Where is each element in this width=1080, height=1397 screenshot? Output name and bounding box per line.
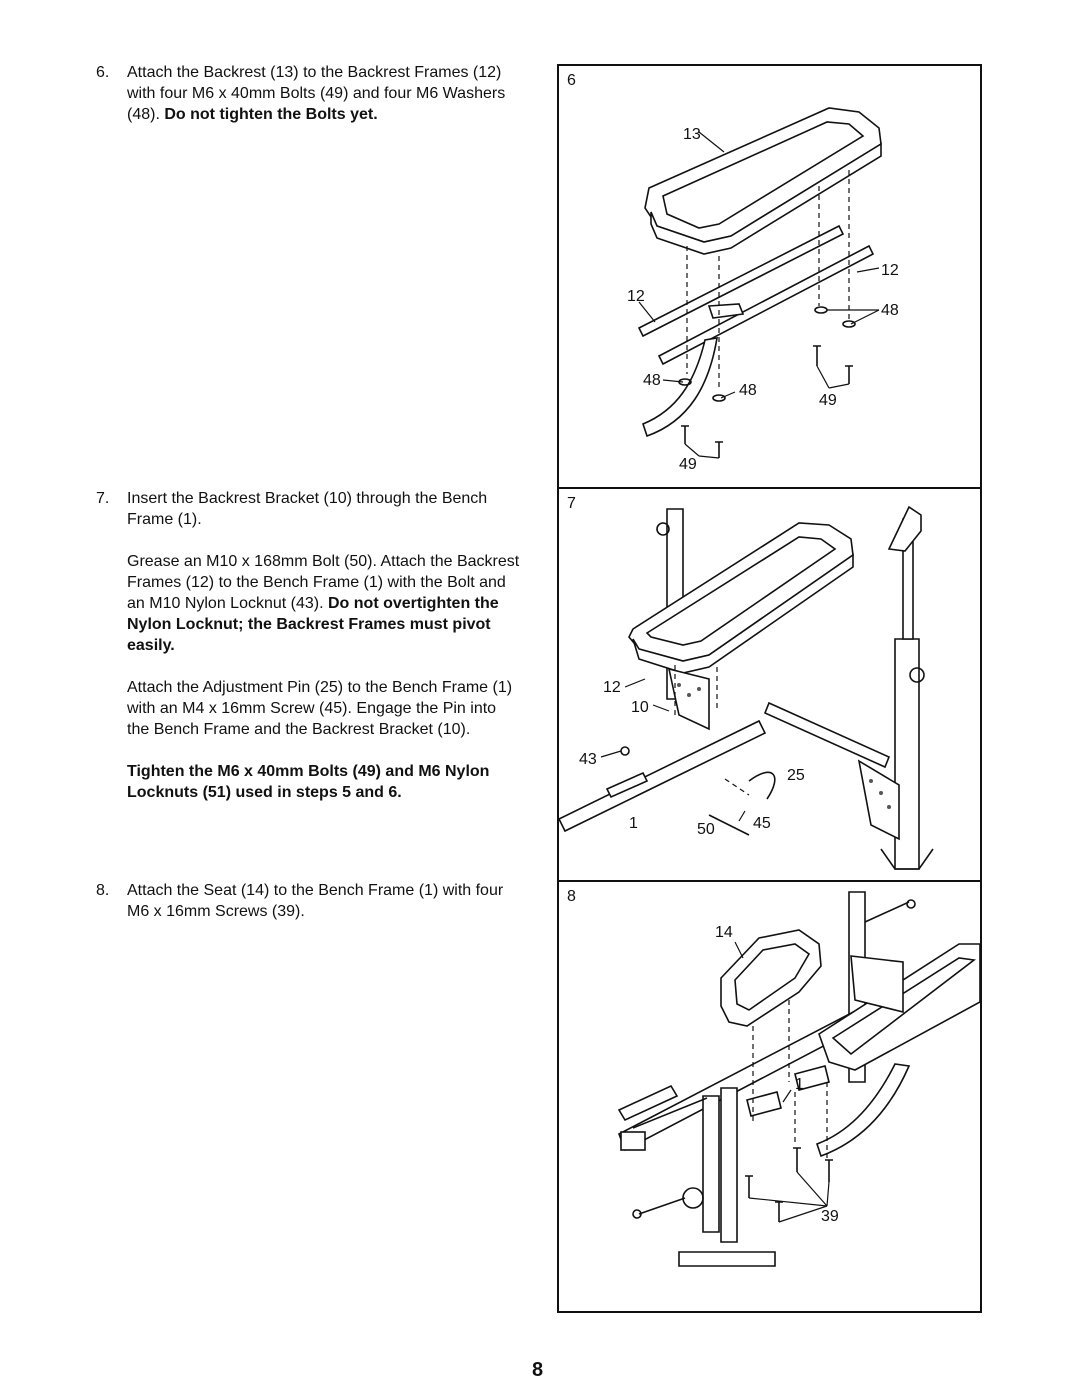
callout-label: 48 [739, 382, 757, 399]
callout-label: 12 [881, 262, 899, 279]
panel-number: 8 [567, 888, 576, 905]
callout-label: 13 [683, 126, 701, 143]
step-paragraph: Attach the Seat (14) to the Bench Frame … [127, 882, 504, 920]
callout-label: 50 [697, 821, 715, 838]
callout-label: 49 [819, 392, 837, 409]
panel-number: 6 [567, 72, 576, 89]
callout-label: 10 [631, 699, 649, 716]
step-paragraph: Attach the Backrest (13) to the Backrest… [127, 64, 506, 123]
step-paragraph: Attach the Adjustment Pin (25) to the Be… [127, 679, 513, 738]
step-6-text: 6. Attach the Backrest (13) to the Backr… [96, 62, 521, 125]
step-number: 6. [96, 64, 110, 81]
callout-label: 48 [643, 372, 661, 389]
backrest-assembly-illustration [637, 107, 882, 459]
panel-number: 7 [567, 495, 576, 512]
callout-label: 14 [715, 924, 733, 941]
step-paragraph: Grease an M10 x 168mm Bolt (50). Attach … [127, 553, 520, 654]
callout-label: 12 [627, 288, 645, 305]
page-number: 8 [532, 1359, 544, 1381]
step-8-text: 8. Attach the Seat (14) to the Bench Fra… [96, 880, 521, 922]
callout-label: 49 [679, 456, 697, 473]
diagram-panel-6: 6 [557, 64, 982, 489]
backrest-bracket-illustration [559, 505, 934, 870]
diagram-panel-8: 8 [557, 880, 982, 1313]
callout-label: 39 [821, 1208, 839, 1225]
callout-label: 12 [603, 679, 621, 696]
diagram-panel-7: 7 [557, 487, 982, 882]
step-number: 7. [96, 490, 110, 507]
step-7-text: 7. Insert the Backrest Bracket (10) thro… [96, 488, 521, 803]
step-paragraph: Insert the Backrest Bracket (10) through… [127, 490, 488, 528]
callout-label: 43 [579, 751, 597, 768]
callout-label: 48 [881, 302, 899, 319]
callout-label: 45 [753, 815, 771, 832]
seat-assembly-illustration [617, 891, 980, 1267]
callout-label: 1 [795, 1076, 804, 1093]
callout-label: 25 [787, 767, 805, 784]
step-number: 8. [96, 882, 110, 899]
step-paragraph: Tighten the M6 x 40mm Bolts (49) and M6 … [127, 763, 490, 801]
callout-label: 1 [629, 815, 638, 832]
